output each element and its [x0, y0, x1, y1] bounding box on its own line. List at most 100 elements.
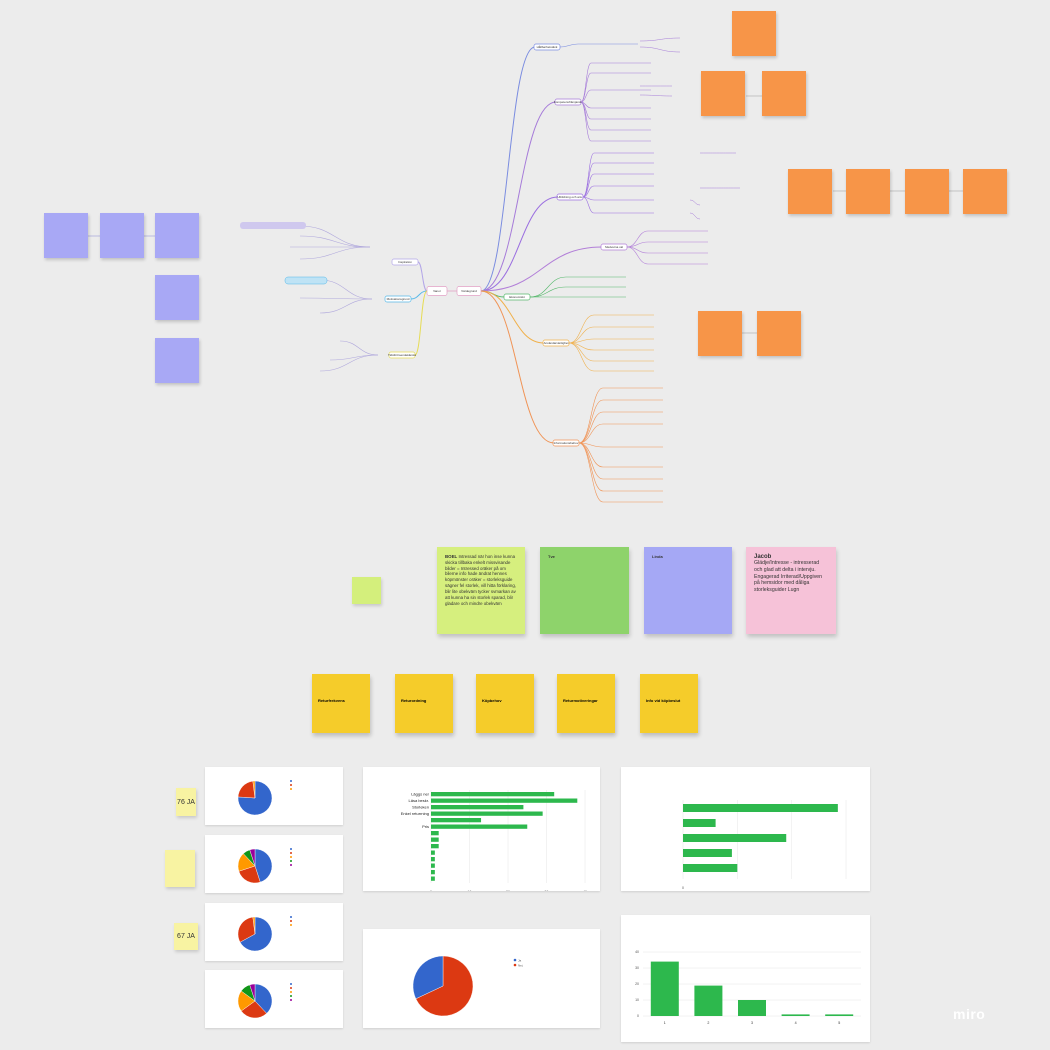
summary-note[interactable]: Köpbehov [476, 674, 534, 733]
legend-swatch [290, 788, 292, 790]
branch-node-left-1[interactable] [384, 295, 412, 303]
branch-node-left-0[interactable] [391, 258, 419, 266]
persona-note-boel[interactable]: BOEL Intressad när hon inse kunna skicka… [437, 547, 525, 634]
leaf-connector [559, 43, 579, 48]
summary-note[interactable]: Info vid köpbeslut [640, 674, 698, 733]
survey-note-returns[interactable] [165, 850, 195, 887]
legend-label: Nej [518, 963, 523, 967]
orange-sticky[interactable] [757, 311, 801, 356]
persona-name: Tve [548, 554, 555, 559]
leaf-connector [578, 411, 604, 444]
persona-note-tve[interactable]: Tve [540, 547, 629, 634]
legend-swatch [290, 999, 292, 1001]
purple-sticky[interactable] [155, 213, 199, 258]
legend-swatch [290, 924, 292, 926]
bar [431, 792, 555, 797]
category-label: 4 [795, 1021, 797, 1025]
bar [431, 831, 439, 836]
category-label: Läggs ner [411, 791, 429, 796]
summary-note[interactable]: Returordning [395, 674, 453, 733]
tick-label: 40 [635, 950, 639, 954]
bar [650, 961, 679, 1016]
orange-sticky[interactable] [905, 169, 949, 214]
summary-note[interactable]: Returfrekvens [312, 674, 370, 733]
legend-swatch [290, 995, 292, 997]
leaf-connector-left [299, 235, 371, 248]
orange-sticky[interactable] [762, 71, 806, 116]
legend-swatch [290, 916, 292, 918]
category-label: Enkel returrning [401, 811, 429, 816]
branch-node-left-2[interactable] [388, 351, 416, 359]
orange-sticky[interactable] [698, 311, 742, 356]
branch-label-right-3: Medvetna val [605, 245, 623, 249]
bar [431, 805, 524, 810]
leaf-connector [529, 286, 567, 298]
legend-swatch [513, 958, 517, 962]
pie-card[interactable] [205, 970, 343, 1028]
tick-label: 10 [468, 890, 472, 891]
pie-card[interactable] [205, 903, 343, 961]
bar [431, 824, 528, 829]
tick-label: 40 [583, 890, 587, 891]
branch-connector-5 [480, 290, 545, 344]
purple-sticky[interactable] [155, 275, 199, 320]
miro-logo: miro [953, 1006, 986, 1022]
subleaf-connector [689, 199, 701, 206]
summary-note[interactable]: Returmotiveringar [557, 674, 615, 733]
legend-swatch [290, 983, 292, 985]
persona-note-linda[interactable]: Linda [644, 547, 732, 634]
leaf-connector-left [299, 297, 373, 300]
survey-note-67[interactable]: 67 JA [174, 923, 198, 950]
branch-label-left-1: Motivationsgrund [387, 297, 410, 301]
pie-card[interactable] [205, 767, 343, 825]
small-lime-note[interactable] [352, 577, 381, 604]
pie-card-slice [249, 983, 256, 1002]
legend-swatch [290, 784, 292, 786]
branch-label-right-0: Hållbarhetstänk [537, 45, 558, 49]
persona-note-jacob[interactable]: Jacob Glädje/Intresse - intresserad och … [746, 547, 836, 634]
branch-connector-left-2 [414, 290, 428, 356]
pie-card[interactable] [205, 835, 343, 893]
bar [694, 985, 723, 1016]
orange-sticky[interactable] [963, 169, 1007, 214]
legend-swatch [290, 780, 292, 782]
purple-sticky[interactable] [155, 338, 199, 383]
pie-card-slice [237, 780, 256, 799]
branch-label-right-2: Utbildning och anv. [557, 195, 582, 199]
orange-sticky[interactable] [846, 169, 890, 214]
leaf-connector-left [319, 279, 373, 300]
branch-label-right-1: Kompetensfrämjande [554, 100, 583, 104]
pie-card-slice [252, 780, 256, 799]
highlight-chip [284, 276, 328, 285]
purple-sticky[interactable] [100, 213, 144, 258]
bar [825, 1014, 854, 1016]
branch-label-right-4: Ekonomiskt [509, 295, 525, 299]
subleaf-connector [639, 46, 681, 53]
leaf-connector [568, 326, 595, 344]
legend-swatch [290, 864, 292, 866]
branch-label-right-5: Användarvänlighet [544, 341, 569, 345]
survey-note-76[interactable]: 76 JA [176, 788, 196, 816]
bar [683, 834, 787, 842]
orange-sticky[interactable] [701, 71, 745, 116]
root-label-right: Värdegrund [461, 289, 477, 293]
orange-sticky[interactable] [788, 169, 832, 214]
pie-card-slice [254, 983, 273, 1014]
summary-note-title: Returfrekvens [318, 698, 345, 703]
bar [781, 1014, 810, 1016]
persona-text: Glädje/Intresse - intresserad och glad a… [754, 560, 823, 593]
chart-card-info-needs[interactable]: 0 [621, 767, 870, 891]
pie-card-slice [252, 916, 256, 935]
branch-connector-0 [480, 46, 536, 292]
purple-sticky[interactable] [44, 213, 88, 258]
summary-note-title: Köpbehov [482, 698, 502, 703]
tick-label: 20 [635, 982, 639, 986]
orange-sticky[interactable] [732, 11, 776, 56]
leaf-connector [578, 423, 604, 444]
chart-info-needs: 0 [682, 800, 847, 890]
leaf-connector [580, 101, 592, 131]
